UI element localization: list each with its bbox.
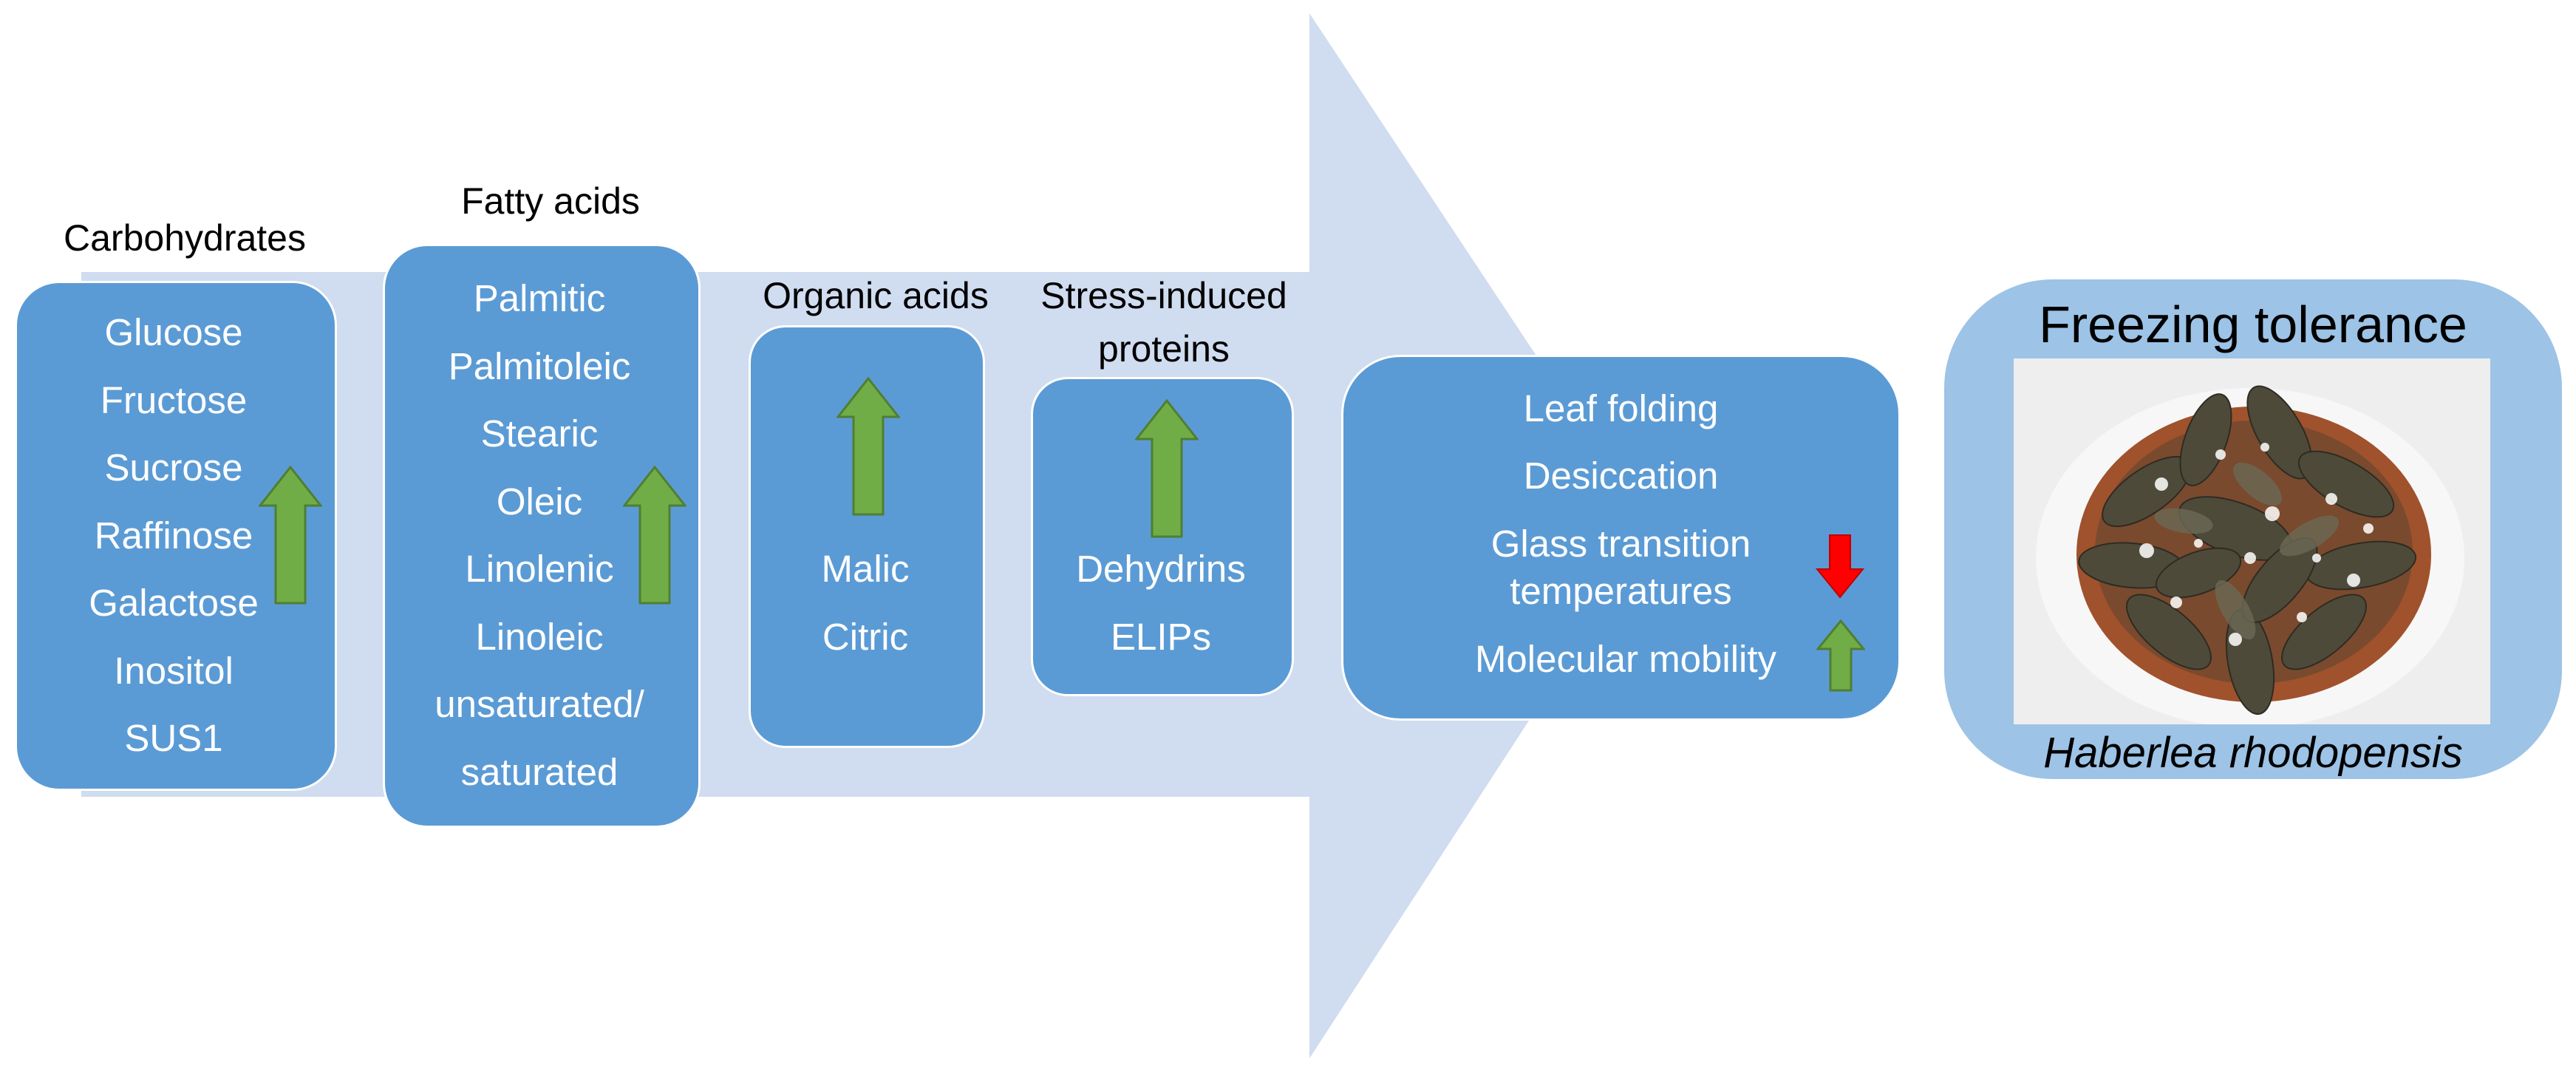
leaf-folding-label: Leaf folding xyxy=(1523,387,1719,429)
fatty-acid-item: Linoleic xyxy=(475,616,604,658)
molecular-mobility-increase-arrow-icon xyxy=(1816,619,1865,692)
proteins-heading-line2: proteins xyxy=(1098,328,1230,370)
fatty-acid-item: saturated xyxy=(460,751,619,793)
carbohydrate-item: SUS1 xyxy=(124,717,223,759)
desiccation-label: Desiccation xyxy=(1523,455,1719,497)
carbohydrate-item: Inositol xyxy=(114,650,234,692)
organic-acids-heading: Organic acids xyxy=(763,275,989,316)
carbohydrates-increase-arrow-icon xyxy=(259,466,322,605)
organic-acid-item: Citric xyxy=(822,616,909,658)
carbohydrate-item: Glucose xyxy=(104,311,243,353)
fatty-acid-item: Oleic xyxy=(496,480,583,523)
fatty-acid-item: unsaturated/ xyxy=(435,683,644,725)
organic-acid-item: Malic xyxy=(821,548,910,590)
proteins-increase-arrow-icon xyxy=(1135,399,1199,538)
species-name: Haberlea rhodopensis xyxy=(2043,729,2463,777)
organic-acids-increase-arrow-icon xyxy=(836,377,900,516)
haberlea-plant-photo xyxy=(2014,358,2490,724)
fatty-acid-item: Stearic xyxy=(480,412,599,455)
fatty-acids-increase-arrow-icon xyxy=(623,466,686,605)
fatty-acids-heading: Fatty acids xyxy=(461,180,640,222)
carbohydrate-item: Sucrose xyxy=(104,446,243,489)
protein-item: Dehydrins xyxy=(1076,548,1246,590)
physical-changes-box xyxy=(1341,355,1901,721)
proteins-heading: Stress-induced xyxy=(1040,275,1287,316)
fatty-acid-item: Palmitic xyxy=(473,277,606,319)
fatty-acid-item: Palmitoleic xyxy=(448,345,631,387)
glass-transition-decrease-arrow-icon xyxy=(1816,534,1864,599)
freezing-tolerance-title: Freezing tolerance xyxy=(2039,296,2467,353)
plant-photo-image xyxy=(2014,358,2490,724)
organic-acids-box xyxy=(749,325,985,748)
glass-transition-label: Glass transition xyxy=(1490,523,1751,565)
fatty-acid-item: Linolenic xyxy=(465,548,614,590)
glass-transition-label-line2: temperatures xyxy=(1510,570,1732,612)
carbohydrate-item: Raffinose xyxy=(94,514,253,557)
molecular-mobility-label: Molecular mobility xyxy=(1474,638,1777,680)
carbohydrate-item: Fructose xyxy=(100,379,248,421)
carbohydrate-item: Galactose xyxy=(89,582,259,624)
protein-item: ELIPs xyxy=(1110,616,1212,658)
carbohydrates-heading: Carbohydrates xyxy=(64,217,306,259)
